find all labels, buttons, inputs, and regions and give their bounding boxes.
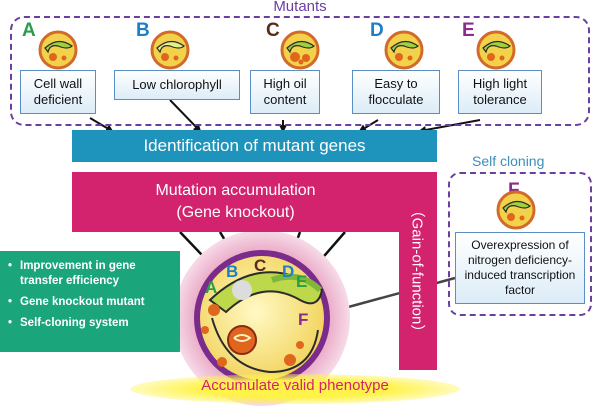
self-cloning-title: Self cloning: [472, 153, 545, 169]
bottom-label: Accumulate valid phenotype: [201, 377, 389, 394]
self-cloning-letter: F: [508, 180, 520, 201]
gain-of-function-label: （Gain-of-function）: [408, 202, 426, 340]
cell-letter-e: E: [296, 272, 308, 291]
cell-letter-a: A: [205, 278, 218, 297]
mutants-group: [10, 16, 590, 126]
overexpression-label: Overexpression of nitrogen deficiency- i…: [455, 232, 585, 304]
mutant-e-letter: E: [462, 20, 475, 41]
gain-of-function-bar: （Gain-of-function）: [399, 172, 437, 370]
accumulation-line2: (Gene knockout): [176, 204, 295, 221]
large-cell-illustration: [174, 230, 350, 406]
mutant-c-cell-icon: [280, 30, 320, 70]
benefit-item: Self-cloning system: [8, 316, 174, 331]
identification-band: Identification of mutant genes: [72, 130, 437, 162]
self-cloning-group: [448, 172, 592, 316]
mutant-a-cell-icon: [38, 30, 78, 70]
mutant-c-letter: C: [266, 20, 280, 41]
cell-letter-c: C: [254, 256, 267, 275]
cell-letter-f: F: [298, 310, 309, 329]
mutants-title: Mutants: [273, 0, 327, 15]
mutant-e-cell-icon: [476, 30, 516, 70]
phenotype-glow: [130, 374, 460, 404]
mutant-b-letter: B: [136, 20, 150, 41]
self-cloning-cell-icon: [496, 190, 536, 230]
accumulation-line1: Mutation accumulation: [155, 182, 316, 200]
mutant-b-label: Low chlorophyll: [114, 70, 240, 100]
cell-letter-b: B: [226, 262, 239, 281]
mutant-a-letter: A: [22, 20, 36, 41]
mutant-b-cell-icon: [150, 30, 190, 70]
mutation-accumulation-band: Mutation accumulation (Gene knockout): [72, 172, 399, 232]
mutant-d-letter: D: [370, 20, 384, 41]
benefit-item: Gene knockout mutant: [8, 295, 174, 310]
cell-letter-d: D: [282, 262, 295, 281]
mutant-d-cell-icon: [384, 30, 424, 70]
